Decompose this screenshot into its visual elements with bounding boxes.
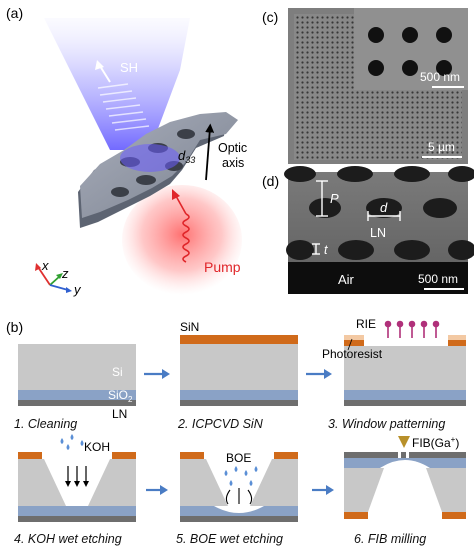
photoresist-label: Photoresist [322, 347, 383, 361]
koh-label: KOH [84, 440, 110, 454]
pump-arrow-head [172, 189, 180, 200]
flow-arrow-1-head [162, 369, 170, 379]
rie-arrows [384, 320, 440, 338]
step-4-caption: 4. KOH wet etching [14, 532, 122, 546]
d33-label: d33 [178, 148, 195, 165]
boe-label: BOE [226, 451, 251, 465]
flow-arrow-4-head [160, 485, 168, 495]
scale-bar-inset [432, 86, 464, 88]
optic-axis-label-1: Optic [218, 141, 247, 155]
thickness-marker [312, 243, 320, 255]
step-3-caption: 3. Window patterning [328, 417, 445, 431]
step-1-caption: 1. Cleaning [14, 417, 77, 431]
step-4-diagram [18, 452, 136, 522]
panel-label-c: (c) [262, 9, 278, 25]
ln-label-b: LN [112, 407, 127, 421]
sin-label: SiN [180, 320, 199, 334]
diameter-marker [367, 211, 401, 221]
axis-x-label: x [41, 258, 49, 273]
sh-arrow [99, 65, 111, 83]
pump-wave [182, 213, 190, 263]
step-2-diagram [180, 335, 298, 406]
thickness-label: t [324, 243, 328, 257]
sio2-label: SiO2 [108, 388, 133, 404]
boe-drops [224, 466, 258, 486]
ln-label-d: LN [370, 226, 386, 240]
step-3-diagram [344, 335, 466, 406]
sh-beam-stripes [97, 83, 150, 131]
pump-arrow [175, 195, 187, 215]
sh-label: SH [120, 60, 138, 75]
sh-arrow-head [95, 60, 104, 70]
scale-label-d: 500 nm [418, 272, 458, 286]
panel-label-b: (b) [6, 319, 23, 335]
boe-etch-arrows [225, 488, 253, 505]
panel-c: (c) 500 nm 5 µm [262, 8, 468, 164]
step-6-diagram [344, 452, 466, 519]
panel-a: (a) SH Pump d33 Optic [6, 5, 247, 297]
step-5-caption: 5. BOE wet etching [176, 532, 283, 546]
photoresist-pointer [347, 338, 353, 351]
period-label: P [330, 191, 339, 206]
scale-label-main: 5 µm [428, 140, 455, 154]
koh-etch-arrows [65, 466, 89, 487]
flow-arrow-5-head [326, 485, 334, 495]
diameter-label: d [380, 200, 388, 215]
step-6-caption: 6. FIB milling [354, 532, 426, 546]
period-bracket [316, 180, 328, 217]
panel-label-a: (a) [6, 5, 23, 21]
sh-beam-cone [44, 18, 190, 150]
panel-d: (d) P d LN t Air 500 nm [262, 166, 474, 294]
step-1-diagram [18, 344, 136, 406]
axis-z-label: z [61, 266, 69, 281]
fib-label: FIB(Ga+) [412, 435, 459, 450]
inset-holes [368, 27, 452, 76]
panel-label-d: (d) [262, 173, 279, 189]
step-5-diagram [180, 452, 298, 522]
koh-drops [60, 434, 84, 450]
sem-inset [354, 8, 468, 90]
si-label: Si [112, 365, 123, 379]
axis-y-label: y [73, 282, 82, 297]
flow-arrow-2-head [324, 369, 332, 379]
scale-bar-main [422, 156, 462, 158]
panel-b: (b) Si SiO2 LN 1. Cleaning SiN 2. ICPCVD… [6, 317, 466, 546]
scale-bar-d [424, 288, 464, 290]
pump-beam-glow [122, 185, 242, 295]
step-2-caption: 2. ICPCVD SiN [177, 417, 264, 431]
fib-beam-icon [398, 436, 410, 448]
optic-axis-arrow [205, 123, 215, 181]
rie-label: RIE [356, 317, 376, 331]
cross-section-holes [284, 166, 474, 260]
pump-label: Pump [204, 259, 241, 275]
ln-slab-blue-spot [120, 144, 180, 172]
scale-label-inset: 500 nm [420, 70, 460, 84]
coordinate-axes [35, 263, 72, 293]
optic-axis-label-2: axis [222, 156, 244, 170]
air-label: Air [338, 272, 355, 287]
